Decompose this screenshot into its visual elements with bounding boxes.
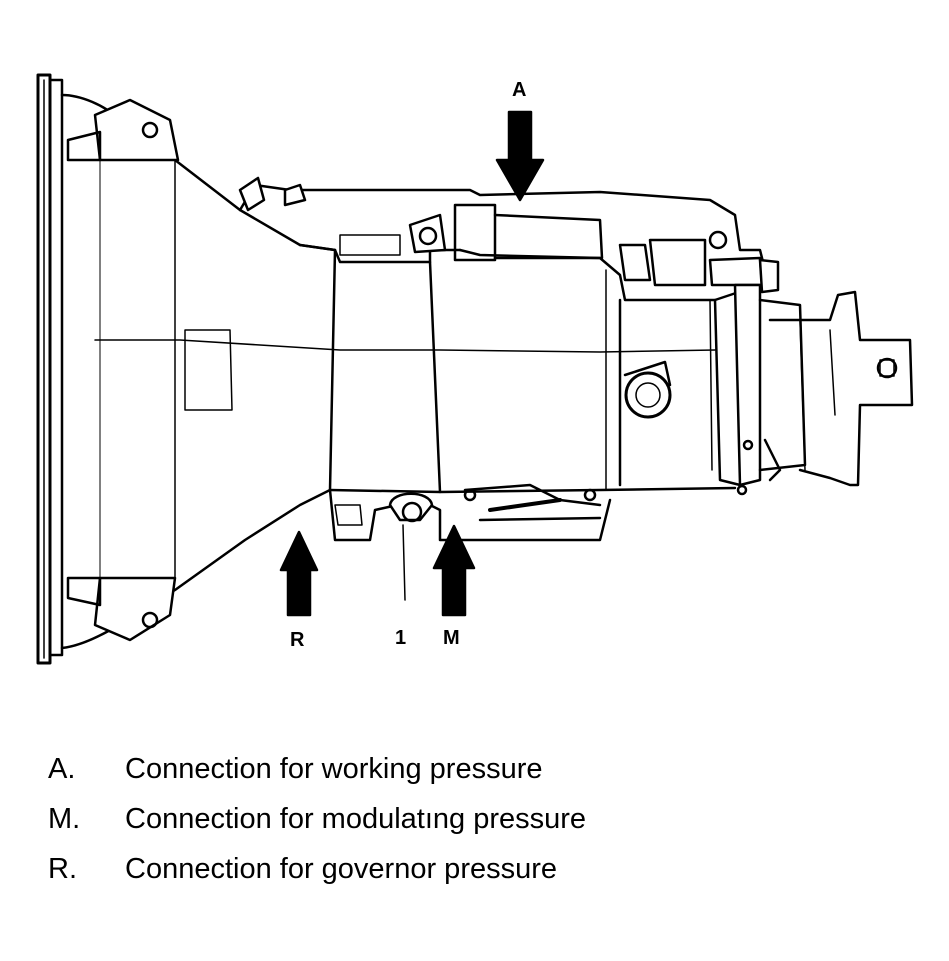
arrow-m	[432, 524, 476, 617]
main-case	[94, 176, 780, 601]
legend-text: Connection for modulatıng pressure	[125, 803, 587, 835]
arrow-a	[495, 110, 545, 202]
callout-r-label: R	[290, 629, 305, 651]
callout-a-label: A	[512, 79, 527, 101]
legend-text: Connection for working pressure	[125, 753, 543, 785]
callout-1-label: 1	[395, 627, 407, 649]
legend-item-a: A. Connection for working pressure	[48, 752, 908, 802]
callout-m-label: M	[443, 627, 460, 649]
legend-item-r: R. Connection for governor pressure	[48, 852, 908, 902]
bell-housing	[36, 73, 337, 665]
legend-key: A.	[48, 753, 76, 785]
legend-key: R.	[48, 853, 77, 885]
arrow-r	[279, 530, 319, 617]
legend: A. Connection for working pressure M. Co…	[48, 752, 908, 902]
legend-text: Connection for governor pressure	[125, 853, 558, 885]
transmission-drawing	[36, 73, 914, 665]
transmission-diagram: A R 1 M	[36, 73, 914, 665]
legend-item-m: M. Connection for modulatıng pressure	[48, 802, 908, 852]
legend-key: M.	[48, 803, 81, 835]
output-shaft	[733, 283, 914, 496]
